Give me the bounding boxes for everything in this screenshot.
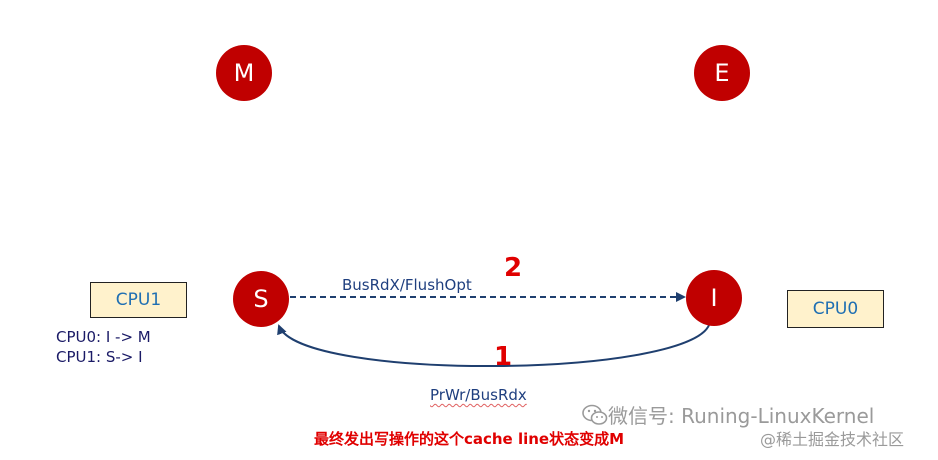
- cpu1-box: CPU1: [90, 282, 187, 318]
- wechat-icon: [582, 404, 608, 425]
- busrdx-label: BusRdX/FlushOpt: [342, 276, 472, 294]
- prwr-label: PrWr/BusRdx: [430, 386, 527, 404]
- state-m: M: [216, 45, 272, 101]
- state-e: E: [694, 45, 750, 101]
- state-i: I: [686, 270, 742, 326]
- cpu1-transition: CPU1: S-> I: [56, 348, 143, 366]
- step-1: 1: [494, 342, 513, 372]
- cpu0-box: CPU0: [787, 290, 884, 328]
- state-s: S: [233, 271, 289, 327]
- step-2: 2: [504, 253, 523, 283]
- watermark-site: @稀土掘金技术社区: [760, 430, 905, 449]
- cpu0-transition: CPU0: I -> M: [56, 328, 151, 346]
- prwr-arrow: [277, 321, 711, 368]
- caption: 最终发出写操作的这个cache line状态变成M: [313, 430, 625, 448]
- watermark-wechat: 微信号: Runing-LinuxKernel: [608, 404, 875, 428]
